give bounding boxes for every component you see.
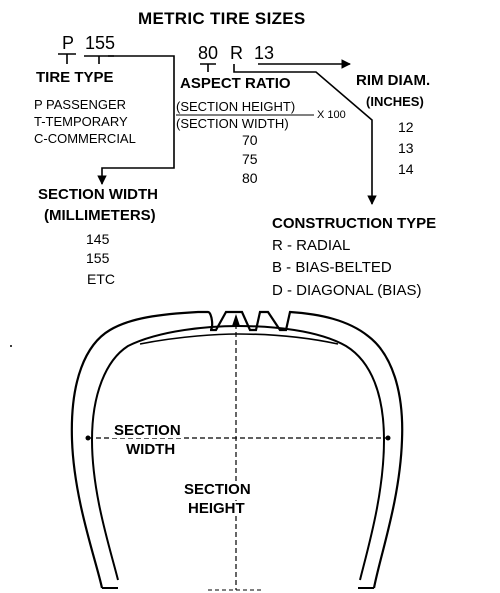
aspect-ratio-value: 70 <box>242 132 258 148</box>
rim-diameter-value: 12 <box>398 119 414 135</box>
section-width-value: 155 <box>86 250 110 266</box>
aspect-bracket <box>200 63 216 72</box>
construction-type-heading: CONSTRUCTION TYPE <box>272 215 437 232</box>
width-leader-line <box>97 55 175 185</box>
aspect-ratio-denominator: (SECTION WIDTH) <box>176 116 289 131</box>
aspect-ratio-value: 75 <box>242 151 258 167</box>
rim-diameter-heading: RIM DIAM. <box>356 72 431 89</box>
rim-diameter-value: 13 <box>398 140 414 156</box>
section-width-value: ETC <box>87 271 115 287</box>
construction-type-item: B - BIAS-BELTED <box>272 259 392 276</box>
section-width-endpoint <box>85 435 91 441</box>
code-rim-diameter: 13 <box>254 43 275 63</box>
aspect-ratio-value: 80 <box>242 170 258 186</box>
tire-type-bracket <box>58 53 76 64</box>
section-width-label-line2: WIDTH <box>124 441 178 458</box>
construction-type-item: D - DIAGONAL (BIAS) <box>272 282 422 299</box>
tire-type-heading: TIRE TYPE <box>36 69 114 86</box>
code-section-width: 155 <box>85 33 116 53</box>
aspect-ratio-heading: ASPECT RATIO <box>180 75 291 92</box>
tire-type-item: T-TEMPORARY <box>34 114 128 129</box>
figure-title: METRIC TIRE SIZES <box>138 9 306 28</box>
rim-diameter-units: (INCHES) <box>366 94 424 109</box>
section-width-endpoint <box>385 435 391 441</box>
section-height-label-line1: SECTION <box>182 481 253 498</box>
scan-dot <box>10 345 12 347</box>
tire-type-item: P PASSENGER <box>34 97 126 112</box>
rim-diameter-value: 14 <box>398 161 414 177</box>
code-aspect-ratio: 80 <box>198 43 219 63</box>
tire-belt <box>139 333 339 345</box>
section-width-value: 145 <box>86 231 110 247</box>
section-width-heading: SECTION WIDTH <box>38 186 158 203</box>
code-tire-type: P <box>62 33 75 53</box>
construction-type-item: R - RADIAL <box>272 237 351 254</box>
code-construction: R <box>230 43 243 63</box>
section-width-units: (MILLIMETERS) <box>44 207 156 224</box>
section-width-label-line1: SECTION <box>112 422 183 439</box>
tire-type-item: C-COMMERCIAL <box>34 131 136 146</box>
aspect-ratio-numerator: (SECTION HEIGHT) <box>176 99 296 114</box>
section-height-label-line2: HEIGHT <box>186 500 247 517</box>
section-height-arrowhead <box>232 314 240 326</box>
aspect-ratio-multiplier: X 100 <box>317 109 346 121</box>
tire-outer-profile <box>70 310 404 589</box>
construction-leader-line <box>233 64 377 205</box>
